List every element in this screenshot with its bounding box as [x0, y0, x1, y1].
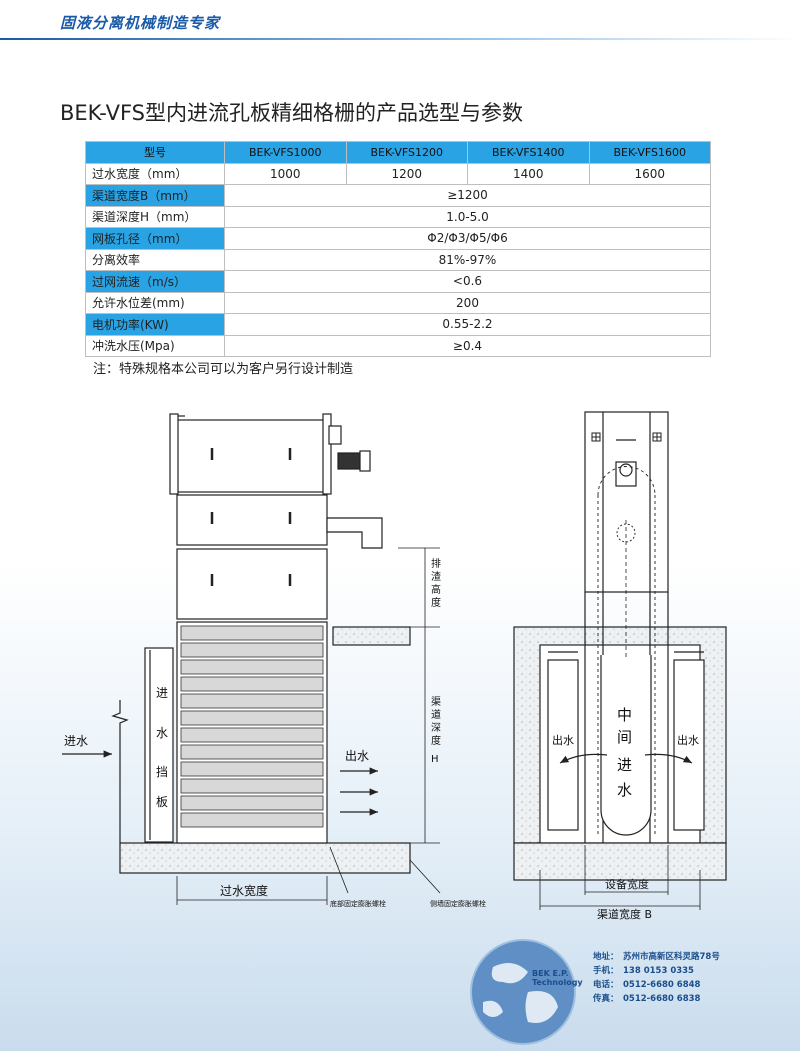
- dim-char: 深: [431, 722, 441, 734]
- side-view-labels: 进水 进 水 挡 板 出水 排 渣 高 度 渠 道 深 度 H 过水宽度 底部固…: [64, 557, 486, 908]
- front-view-drawing: [513, 411, 727, 910]
- row-label: 过网流速（m/s）: [85, 270, 225, 293]
- mobile-line: 手机：138 0153 0335: [593, 966, 694, 976]
- row-label: 渠道宽度B（mm）: [85, 184, 225, 207]
- row-label: 电机功率(KW): [85, 313, 225, 336]
- dim-char: 度: [431, 734, 441, 747]
- equipment-width-label: 设备宽度: [605, 877, 649, 891]
- middle-inlet-char: 水: [617, 781, 632, 799]
- company-logo-text: BEK E.P. Technology: [532, 969, 583, 987]
- footnote: 注：特殊规格本公司可以为客户另行设计制造: [93, 362, 354, 377]
- baffle-char: 进: [156, 686, 168, 700]
- globe-logo-icon: [470, 939, 576, 1045]
- dim-char: 道: [431, 708, 441, 721]
- row-label: 冲洗水压(Mpa): [85, 334, 225, 357]
- flow-width-label: 过水宽度: [220, 883, 268, 898]
- dim-char: 渠: [431, 696, 441, 708]
- contact-info: 地址：苏州市高新区科灵路78号 手机：138 0153 0335 电话：0512…: [593, 950, 720, 1006]
- table-cell: 1400: [467, 162, 590, 185]
- top-banner: 固液分离机械制造专家: [0, 0, 800, 44]
- table-row: 过网流速（m/s） <0.6: [85, 270, 711, 293]
- phone-line: 电话：0512-6680 6848: [593, 980, 701, 990]
- logo-line: Technology: [532, 978, 583, 987]
- table-row: 分离效率 81%-97%: [85, 248, 711, 271]
- logo-line: BEK E.P.: [532, 969, 569, 978]
- row-label: 网板孔径（mm）: [85, 227, 225, 250]
- dim-char: 高: [431, 583, 441, 596]
- table-row: 电机功率(KW) 0.55-2.2: [85, 313, 711, 336]
- header-cell: BEK-VFS1400: [467, 141, 590, 164]
- dim-char: 度: [431, 596, 441, 609]
- baffle-char: 水: [156, 726, 168, 740]
- dim-char: H: [431, 754, 439, 765]
- outlet-left-label: 出水: [552, 733, 574, 747]
- table-row: 冲洗水压(Mpa) ≥0.4: [85, 334, 711, 357]
- table-cell: 1600: [588, 162, 711, 185]
- outlet-label: 出水: [345, 749, 369, 763]
- middle-inlet-char: 间: [617, 728, 632, 746]
- header-cell: 型号: [85, 141, 225, 164]
- front-view-labels: 出水 出水 中 间 进 水 设备宽度 渠道宽度 B: [552, 706, 699, 921]
- table-cell: Φ2/Φ3/Φ5/Φ6: [224, 227, 711, 250]
- dim-char: 渣: [431, 570, 441, 583]
- fax-line: 传真：0512-6680 6838: [593, 994, 701, 1004]
- dim-char: 排: [431, 557, 441, 570]
- outlet-right-label: 出水: [677, 733, 699, 747]
- row-label: 允许水位差(mm): [85, 291, 225, 314]
- middle-inlet-char: 中: [617, 706, 632, 724]
- table-cell: 1200: [345, 162, 468, 185]
- banner-rule: [0, 38, 800, 40]
- spec-table: 型号 BEK-VFS1000 BEK-VFS1200 BEK-VFS1400 B…: [85, 141, 711, 357]
- channel-width-label: 渠道宽度 B: [597, 907, 652, 921]
- side-view-drawing: [62, 413, 441, 905]
- side-bolt-label: 侧墙固定膨胀螺栓: [430, 899, 486, 908]
- table-cell: <0.6: [224, 270, 711, 293]
- bottom-bolt-label: 底部固定膨胀螺栓: [330, 899, 386, 908]
- inlet-label: 进水: [64, 734, 88, 748]
- table-row: 允许水位差(mm) 200: [85, 291, 711, 314]
- page-title: BEK-VFS型内进流孔板精细格栅的产品选型与参数: [60, 101, 523, 125]
- table-cell: 1000: [224, 162, 347, 185]
- table-cell: ≥0.4: [224, 334, 711, 357]
- baffle-char: 挡: [156, 765, 168, 779]
- baffle-char: 板: [156, 795, 168, 809]
- header-cell: BEK-VFS1600: [588, 141, 711, 164]
- row-label: 过水宽度（mm）: [85, 162, 225, 185]
- brand-slogan: 固液分离机械制造专家: [60, 14, 221, 32]
- address-line: 地址：苏州市高新区科灵路78号: [593, 952, 720, 962]
- table-row: 渠道宽度B（mm） ≥1200: [85, 184, 711, 207]
- table-row: 网板孔径（mm） Φ2/Φ3/Φ5/Φ6: [85, 227, 711, 250]
- middle-inlet-char: 进: [617, 756, 632, 774]
- table-row: 过水宽度（mm） 1000 1200 1400 1600: [85, 162, 711, 185]
